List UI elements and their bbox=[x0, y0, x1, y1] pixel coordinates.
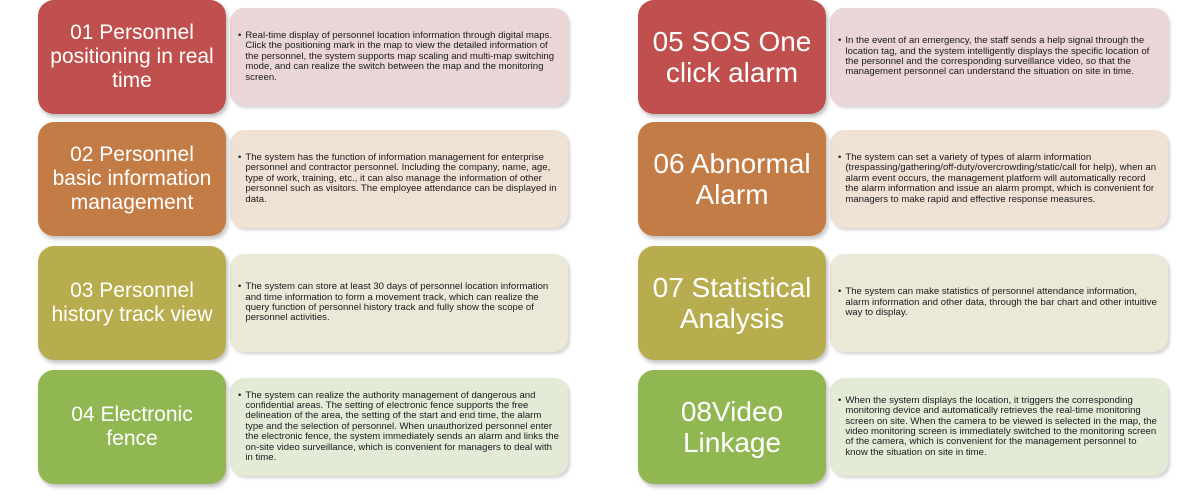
feature-description: The system has the function of informati… bbox=[245, 151, 557, 205]
feature-description-box: •Real-time display of personnel location… bbox=[230, 8, 568, 106]
feature-item-04: •The system can realize the authority ma… bbox=[38, 370, 573, 486]
feature-title: 01 Personnel positioning in real time bbox=[50, 21, 214, 92]
right-column: •In the event of an emergency, the staff… bbox=[638, 0, 1173, 494]
feature-title-tile: 01 Personnel positioning in real time bbox=[38, 0, 226, 114]
bullet-icon: • bbox=[238, 151, 242, 163]
feature-title-tile: 08Video Linkage bbox=[638, 370, 826, 484]
feature-description: Real-time display of personnel location … bbox=[245, 29, 555, 83]
bullet-icon: • bbox=[238, 281, 242, 293]
feature-description-box: •The system can store at least 30 days o… bbox=[230, 254, 568, 352]
feature-description-box: •When the system displays the location, … bbox=[830, 378, 1168, 476]
bullet-icon: • bbox=[838, 286, 842, 298]
feature-description: In the event of an emergency, the staff … bbox=[845, 35, 1150, 78]
feature-description: When the system displays the location, i… bbox=[845, 394, 1157, 458]
feature-title-tile: 04 Electronic fence bbox=[38, 370, 226, 484]
feature-description-box: •The system has the function of informat… bbox=[230, 130, 568, 228]
feature-title-tile: 03 Personnel history track view bbox=[38, 246, 226, 360]
left-column: •Real-time display of personnel location… bbox=[38, 0, 573, 494]
feature-item-01: •Real-time display of personnel location… bbox=[38, 0, 573, 114]
feature-description-box: •The system can make statistics of perso… bbox=[830, 254, 1168, 352]
feature-title: 05 SOS One click alarm bbox=[652, 26, 812, 88]
feature-title-tile: 07 Statistical Analysis bbox=[638, 246, 826, 360]
feature-item-08: •When the system displays the location, … bbox=[638, 370, 1173, 486]
bullet-icon: • bbox=[838, 394, 842, 406]
feature-item-02: •The system has the function of informat… bbox=[38, 122, 573, 238]
feature-description: The system can store at least 30 days of… bbox=[245, 281, 549, 324]
bullet-icon: • bbox=[238, 29, 242, 41]
feature-item-06: •The system can set a variety of types o… bbox=[638, 122, 1173, 238]
feature-title: 07 Statistical Analysis bbox=[652, 272, 812, 334]
feature-item-07: •The system can make statistics of perso… bbox=[638, 246, 1173, 362]
feature-title-tile: 05 SOS One click alarm bbox=[638, 0, 826, 114]
feature-description-box: •The system can realize the authority ma… bbox=[230, 378, 568, 476]
feature-description-box: •In the event of an emergency, the staff… bbox=[830, 8, 1168, 106]
bullet-icon: • bbox=[238, 389, 242, 401]
feature-title: 03 Personnel history track view bbox=[51, 279, 213, 326]
bullet-icon: • bbox=[838, 151, 842, 163]
feature-title-tile: 02 Personnel basic information managemen… bbox=[38, 122, 226, 236]
feature-title: 02 Personnel basic information managemen… bbox=[52, 143, 212, 214]
feature-item-05: •In the event of an emergency, the staff… bbox=[638, 0, 1173, 114]
feature-item-03: •The system can store at least 30 days o… bbox=[38, 246, 573, 362]
bullet-icon: • bbox=[838, 35, 842, 47]
feature-description: The system can make statistics of person… bbox=[845, 286, 1157, 319]
feature-description: The system can set a variety of types of… bbox=[845, 151, 1157, 205]
feature-description-box: •The system can set a variety of types o… bbox=[830, 130, 1168, 228]
feature-title: 06 Abnormal Alarm bbox=[653, 148, 811, 210]
feature-title-tile: 06 Abnormal Alarm bbox=[638, 122, 826, 236]
feature-description: The system can realize the authority man… bbox=[245, 389, 559, 464]
feature-title: 08Video Linkage bbox=[680, 396, 784, 458]
feature-title: 04 Electronic fence bbox=[71, 403, 193, 450]
